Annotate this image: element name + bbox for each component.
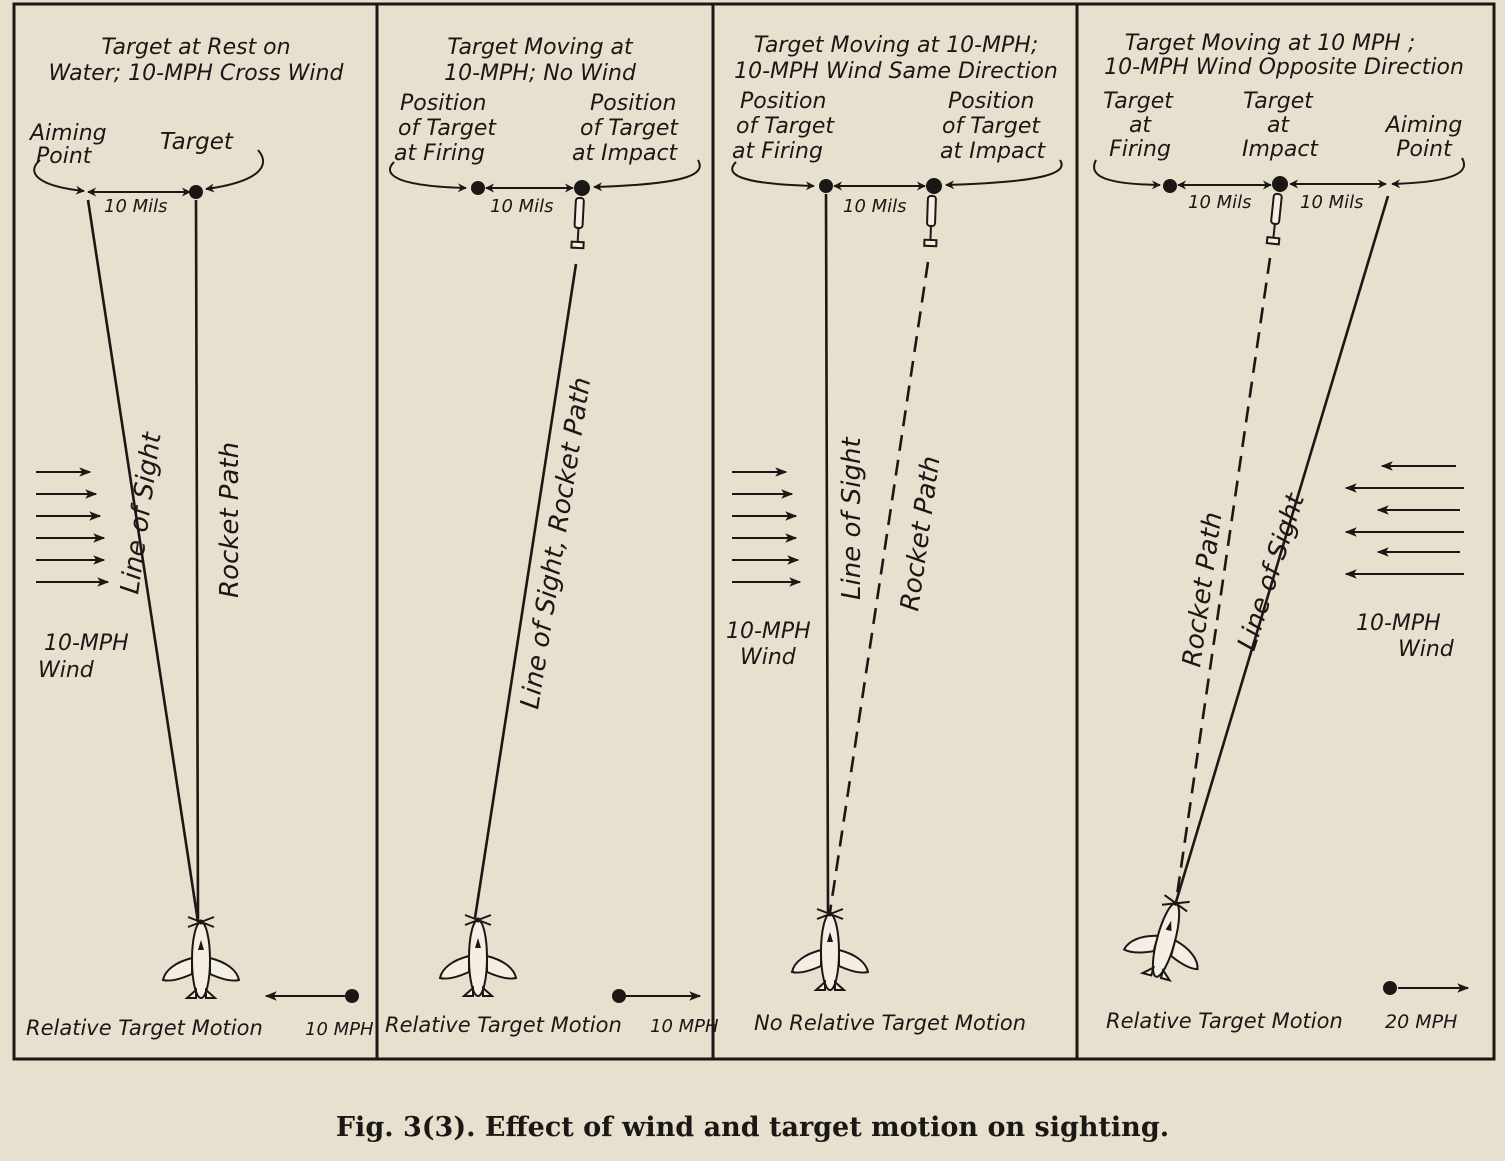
- speed-label: 10 MPH: [305, 1019, 374, 1040]
- rocket-path-label: Rocket Path: [895, 454, 946, 613]
- motion-dot: [345, 989, 359, 1003]
- motion-label: Relative Target Motion: [385, 1013, 622, 1037]
- wind-label-1: 10-MPH: [726, 619, 811, 644]
- pos-firing-pointer: [389, 161, 467, 193]
- target-impact-dot: [926, 178, 942, 194]
- target-dot: [189, 185, 203, 199]
- target-impact-dot: [574, 180, 590, 196]
- motion-label: No Relative Target Motion: [754, 1011, 1026, 1035]
- target-impact-label-3: Impact: [1242, 137, 1319, 162]
- aiming-point-label-1: Aiming: [28, 121, 107, 146]
- airplane-icon: [791, 908, 869, 991]
- line-of-sight-line: [86, 199, 200, 923]
- line-of-sight-rocket-path-line: [473, 263, 578, 919]
- aiming-point-pointer: [33, 159, 85, 195]
- wind-arrows: [732, 467, 802, 587]
- panel-1: Target at Rest on Water; 10-MPH Cross Wi…: [26, 35, 374, 1040]
- pos-impact-label-1: Position: [590, 91, 676, 116]
- mils-label: 10 Mils: [490, 196, 554, 217]
- pos-firing-label-1: Position: [400, 91, 486, 116]
- mils-label-left: 10 Mils: [1188, 192, 1252, 213]
- rocket-path-label: Rocket Path: [215, 442, 245, 598]
- motion-label: Relative Target Motion: [1106, 1009, 1343, 1033]
- mils-label: 10 Mils: [104, 196, 168, 217]
- combined-path-label: Line of Sight, Rocket Path: [515, 375, 597, 711]
- line-of-sight-label: Line of Sight: [1232, 489, 1311, 654]
- panel-1-title-line-1: Target at Rest on: [101, 35, 290, 60]
- rocket-icon: [1265, 192, 1285, 246]
- pos-firing-label-1: Position: [740, 89, 826, 114]
- pos-impact-label-2: of Target: [942, 114, 1041, 139]
- line-of-sight-label: Line of Sight: [115, 430, 167, 596]
- speed-label: 10 MPH: [650, 1016, 719, 1037]
- target-firing-pointer: [1093, 159, 1161, 190]
- panel-1-title-line-2: Water; 10-MPH Cross Wind: [49, 61, 345, 86]
- target-impact-label-1: Target: [1243, 89, 1314, 114]
- wind-label-1: 10-MPH: [44, 631, 129, 656]
- wind-label-1: 10-MPH: [1356, 611, 1441, 636]
- panel-3-title-line-2: 10-MPH Wind Same Direction: [734, 59, 1058, 84]
- target-firing-label-3: Firing: [1109, 137, 1171, 162]
- pos-impact-label-3: at Impact: [572, 141, 679, 166]
- aiming-point-label-2: Point: [36, 144, 93, 169]
- panel-4-title-line-2: 10-MPH Wind Opposite Direction: [1104, 55, 1464, 80]
- rocket-path-line: [1174, 257, 1272, 903]
- pos-firing-label-2: of Target: [736, 114, 835, 139]
- mils-label: 10 Mils: [843, 196, 907, 217]
- wind-label-2: Wind: [38, 658, 95, 683]
- mils-label-right: 10 Mils: [1300, 192, 1364, 213]
- motion-dot: [612, 989, 626, 1003]
- target-firing-dot: [1163, 179, 1177, 193]
- panel-2: Target Moving at 10-MPH; No Wind Positio…: [385, 35, 719, 1037]
- pos-firing-label-3: at Firing: [732, 139, 823, 164]
- target-impact-label-2: at: [1267, 113, 1290, 138]
- rocket-icon: [923, 194, 939, 248]
- airplane-icon: [1118, 887, 1215, 988]
- line-of-sight-label: Line of Sight: [837, 437, 867, 600]
- target-firing-label-1: Target: [1103, 89, 1174, 114]
- panel-3-title-line-1: Target Moving at 10-MPH;: [754, 33, 1039, 58]
- airplane-icon: [162, 916, 240, 999]
- figure-caption: Fig. 3(3). Effect of wind and target mot…: [335, 1112, 1170, 1143]
- line-of-sight-line: [1174, 195, 1390, 903]
- target-firing-dot: [819, 179, 833, 193]
- panel-4-title-line-1: Target Moving at 10 MPH ;: [1125, 31, 1416, 56]
- target-firing-dot: [471, 181, 485, 195]
- panel-4: Target Moving at 10 MPH ; 10-MPH Wind Op…: [1093, 31, 1470, 1033]
- speed-label: 20 MPH: [1385, 1011, 1457, 1033]
- target-firing-label-2: at: [1129, 113, 1152, 138]
- panel-2-title-line-1: Target Moving at: [447, 35, 634, 60]
- aiming-point-label-2: Point: [1396, 137, 1453, 162]
- panel-3: Target Moving at 10-MPH; 10-MPH Wind Sam…: [726, 33, 1063, 1035]
- aiming-point-label-1: Aiming: [1384, 113, 1463, 138]
- wind-arrows: [1344, 461, 1464, 579]
- pos-firing-label-2: of Target: [398, 116, 497, 141]
- rocket-path-line: [828, 261, 930, 913]
- panel-2-title-line-2: 10-MPH; No Wind: [444, 61, 637, 86]
- pos-impact-pointer: [593, 159, 701, 192]
- pos-impact-label-1: Position: [948, 89, 1034, 114]
- target-impact-dot: [1272, 176, 1288, 192]
- wind-label-2: Wind: [740, 645, 797, 670]
- target-pointer: [205, 149, 264, 193]
- pos-impact-label-3: at Impact: [940, 139, 1047, 164]
- airplane-icon: [439, 914, 517, 997]
- line-of-sight-line: [824, 193, 830, 913]
- motion-dot: [1383, 981, 1397, 995]
- motion-label: Relative Target Motion: [26, 1016, 263, 1040]
- pos-firing-pointer: [731, 161, 815, 191]
- rocket-icon: [570, 196, 587, 250]
- pos-impact-pointer: [945, 159, 1063, 190]
- aiming-point-pointer: [1391, 157, 1465, 189]
- target-label: Target: [160, 129, 234, 155]
- rocket-path-line: [194, 199, 200, 923]
- figure-frame: [12, 2, 1496, 1061]
- wind-label-2: Wind: [1398, 637, 1455, 662]
- pos-firing-label-3: at Firing: [394, 141, 485, 166]
- pos-impact-label-2: of Target: [580, 116, 679, 141]
- wind-arrows: [36, 467, 110, 587]
